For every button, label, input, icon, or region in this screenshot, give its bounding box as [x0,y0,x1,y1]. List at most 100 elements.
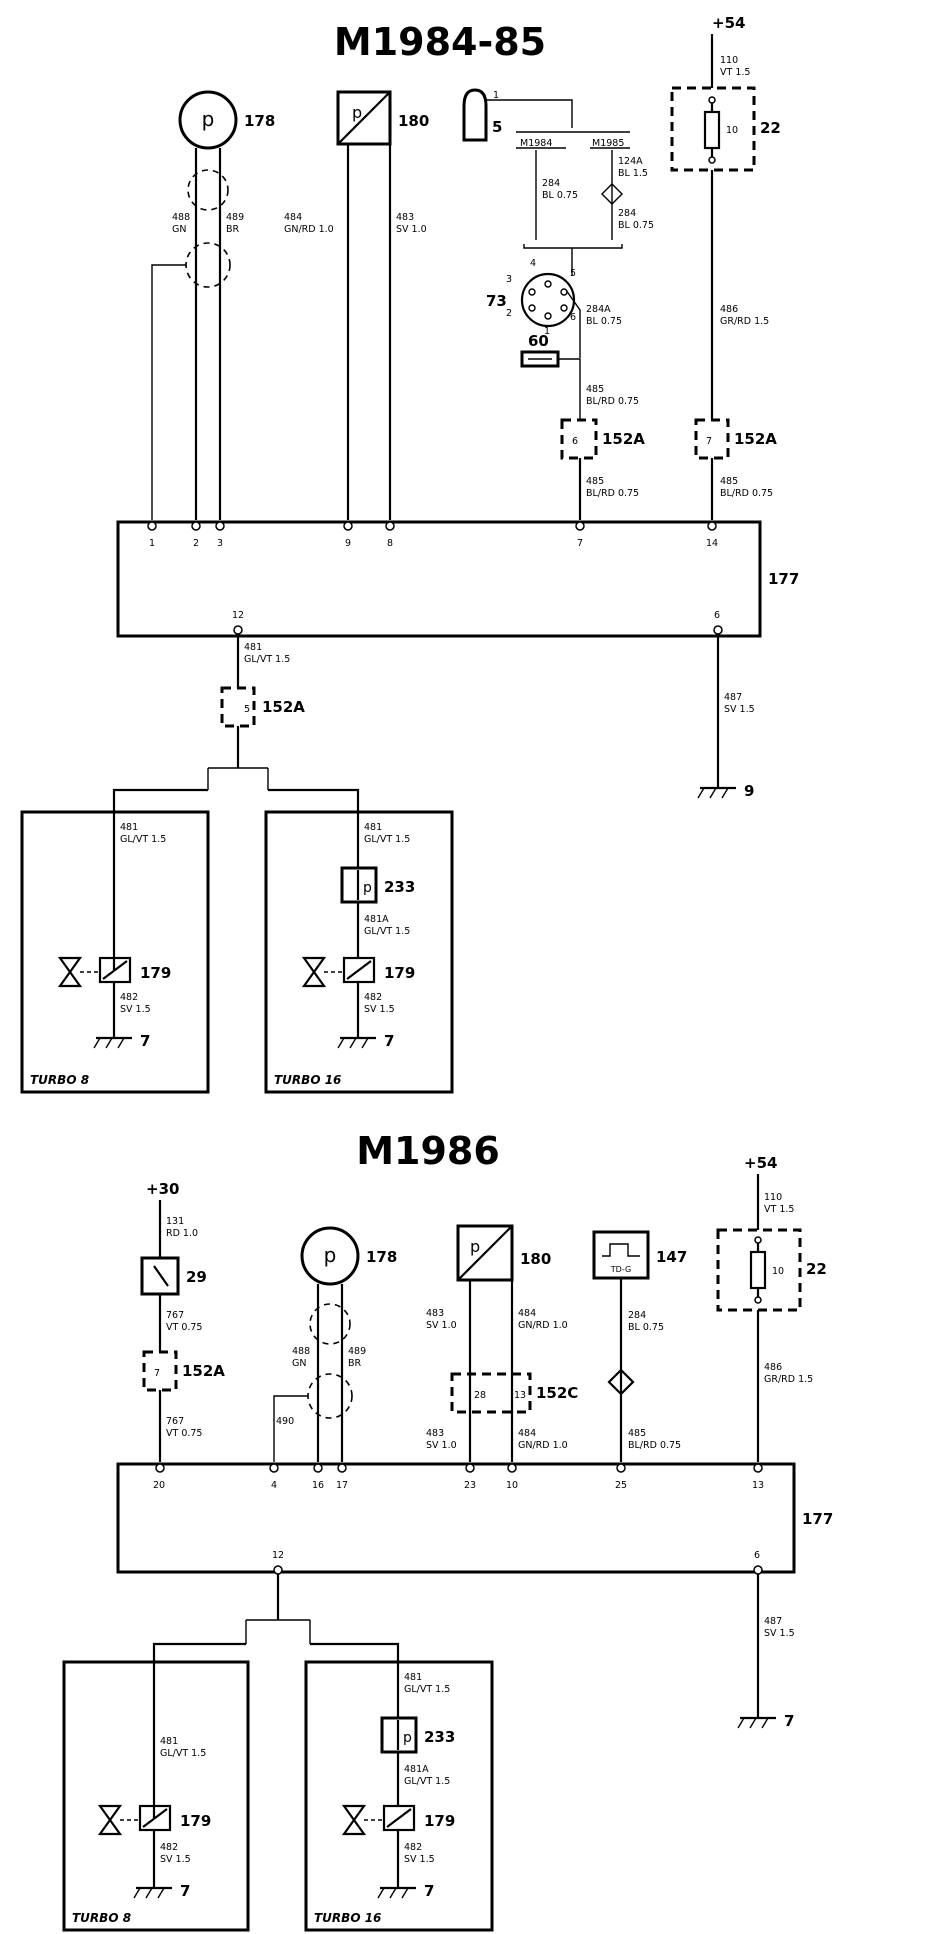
wire-spec: GR/RD 1.5 [764,1374,813,1385]
ecu-pin [575,521,585,531]
sensor-180 [336,90,392,146]
component-ref: 233 [384,878,415,896]
section-title-m1986: M1986 [356,1129,500,1173]
ground-hatch [105,1037,113,1049]
solenoid-diagonal [386,1808,412,1828]
pressure-symbol: p [470,1237,480,1256]
wire-label: 483 [426,1308,444,1319]
pressure-symbol: p [202,107,215,131]
valve-icon [301,956,327,988]
turbo-label: TURBO 8 [72,1911,131,1925]
wire-label: 110 [720,55,738,66]
ecu-pin-label: 6 [754,1550,760,1561]
component-label: TD-G [610,1265,631,1274]
pressure-symbol: p [352,103,362,122]
wire-spec: BL 0.75 [586,316,622,327]
pin-icon [560,304,568,312]
ecu-pin [337,1463,347,1473]
wire-to-turbo8 [112,788,208,970]
pressure-symbol: p [363,880,372,896]
ecu-pin [215,521,225,531]
component-ref: 180 [398,112,429,130]
wire-spec: GN [172,224,186,235]
pin-label: 1 [544,326,550,337]
ground-hatch [133,1887,141,1899]
wire-label: 482 [404,1842,422,1853]
switch-lever [153,1265,169,1287]
wire-label: 483 [426,1428,444,1439]
pin-label: 4 [530,258,536,269]
component-ref: 152C [536,1384,578,1402]
connector-shield [185,242,231,288]
ecu-pin-label: 14 [706,538,718,549]
turbo16-box [264,810,454,1094]
connector-152a [560,418,598,460]
wire-label: 489 [226,212,244,223]
wire-label: 481 [120,822,138,833]
ecu-pin [616,1463,626,1473]
ecu-pin-label: 8 [387,538,393,549]
wire-shield [151,264,186,520]
ground-hatch [389,1887,397,1899]
component-ref: 29 [186,1268,207,1286]
branch-label: M1985 [592,138,624,149]
connector-pin: 13 [514,1390,526,1401]
wire-label: 485 [586,476,604,487]
wire-spec: GL/VT 1.5 [364,926,410,937]
ground-ref: 7 [384,1032,394,1050]
ecu-pin-label: 16 [312,1480,324,1491]
pin-icon [560,288,568,296]
component-ref: 177 [768,570,799,588]
pin-label: 3 [506,274,512,285]
connector-shield [307,1373,353,1419]
ecu-pin-label: 7 [577,538,583,549]
fuse-number: 10 [726,125,738,136]
ground-hatch [145,1887,153,1899]
wire-spec: GN [292,1358,306,1369]
fuse-number: 10 [772,1266,784,1277]
connector-pin: 5 [244,704,250,715]
fuse-terminal [754,1236,762,1244]
connector-shield [309,1303,351,1345]
ground-hatch [377,1887,385,1899]
wire-label: 481 [244,642,262,653]
sensor-diagonal [337,91,391,145]
wire-label: 484 [518,1308,536,1319]
ground-hatch [401,1887,409,1899]
wire-label: 482 [160,1842,178,1853]
wire-label: 482 [120,992,138,1003]
component-ref: 152A [734,430,777,448]
turbo-label: TURBO 16 [314,1911,381,1925]
connector-152a [142,1350,178,1392]
ground-hatch [697,787,705,799]
wire-spec: SV 1.5 [724,704,755,715]
component-ref: 179 [140,964,171,982]
wire-label: 481 [364,822,382,833]
wire-label: 485 [720,476,738,487]
section-title-m1984-85: M1984-85 [334,20,546,64]
pin-icon [528,288,536,296]
component-5 [462,88,488,142]
wire-label: 482 [364,992,382,1003]
component-ref: 152A [182,1362,225,1380]
wire-spec: GL/VT 1.5 [364,834,410,845]
component-ref: 22 [760,119,781,137]
wire-label: 487 [764,1616,782,1627]
diode-icon [607,1368,635,1396]
component-ref: 73 [486,292,507,310]
wire-spec: GR/RD 1.5 [720,316,769,327]
wire-label: 124A [618,156,643,167]
wire-spec: SV 1.5 [160,1854,191,1865]
valve-icon [57,956,83,988]
ground-hatch [93,1037,101,1049]
ecu-pin [385,521,395,531]
wire-spec: GL/VT 1.5 [120,834,166,845]
wire-label: 284A [586,304,611,315]
ground-hatch [709,787,717,799]
valve-icon [97,1804,123,1836]
wire-label: 481 [160,1736,178,1747]
wire-spec: SV 1.5 [404,1854,435,1865]
ecu-pin [343,521,353,531]
component-ref: 177 [802,1510,833,1528]
sensor-180 [456,1224,514,1282]
